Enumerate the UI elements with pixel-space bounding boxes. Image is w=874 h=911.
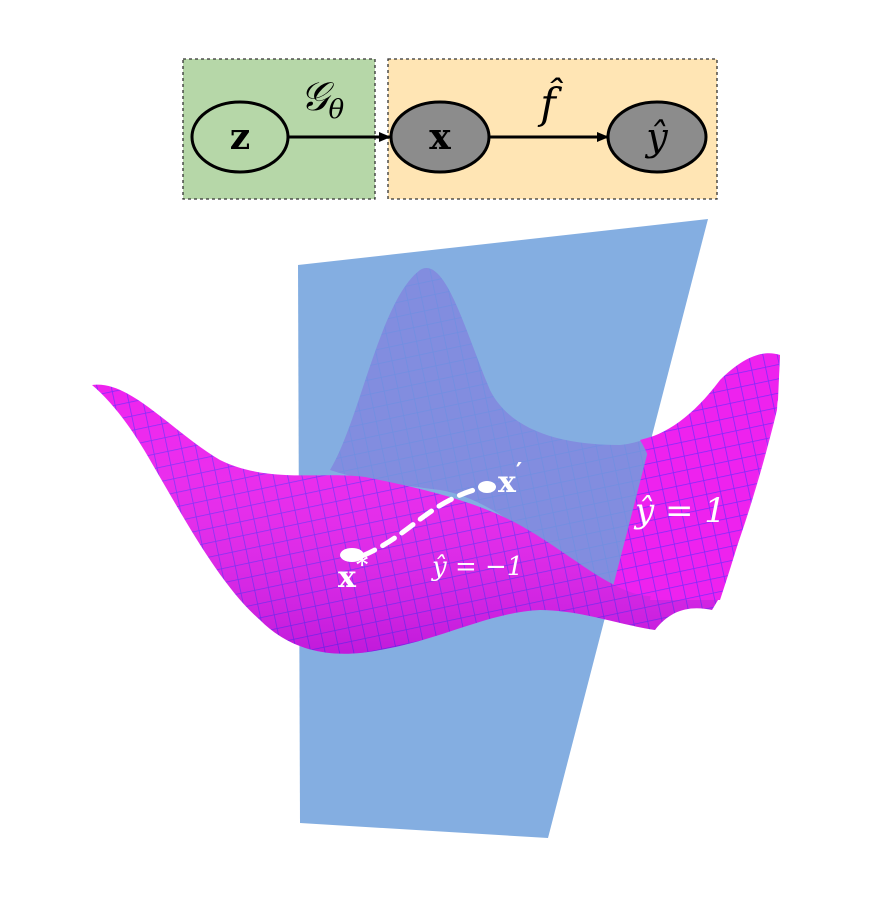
generator-subscript: θ (328, 95, 344, 125)
data-node-label: x (429, 116, 451, 158)
region-positive-label: ŷ = 1 (633, 491, 726, 531)
output-node (606, 100, 708, 174)
manifold-right-wing (640, 354, 780, 600)
start-point (340, 548, 364, 562)
end-point-label: x′ (498, 457, 522, 500)
start-point-label: x* (338, 550, 369, 595)
end-point (478, 481, 496, 493)
manifold-shading (92, 384, 718, 654)
latent-node-label: z (230, 116, 250, 158)
latent-node (190, 100, 290, 174)
start-point-superscript: * (356, 550, 369, 579)
counterfactual-path (359, 484, 493, 559)
generator-label: 𝒢θ (300, 74, 344, 125)
graphical-model: z x ŷ 𝒢θ f̂ (182, 58, 718, 200)
end-point-superscript: ′ (516, 457, 522, 486)
region-negative-label: ŷ = −1 (431, 552, 523, 582)
output-node-label: ŷ (644, 115, 668, 159)
manifold-illustration: x* x′ ŷ = −1 ŷ = 1 (92, 219, 780, 838)
data-node (389, 100, 491, 174)
